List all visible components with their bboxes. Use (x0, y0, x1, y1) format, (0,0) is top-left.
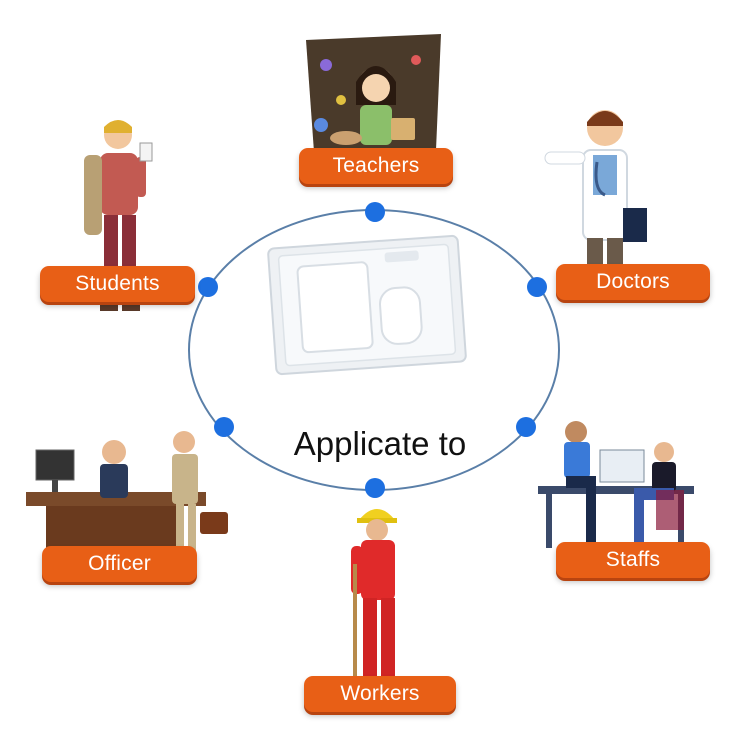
officer-illustration (26, 431, 228, 556)
ring-dot-top (365, 202, 385, 222)
label-doctors: Doctors (556, 264, 710, 300)
label-students: Students (40, 266, 195, 302)
label-teachers: Teachers (299, 148, 453, 184)
teacher-illustration (306, 34, 441, 152)
ring-dot-left-upper (198, 277, 218, 297)
label-staffs: Staffs (556, 542, 710, 578)
label-workers: Workers (304, 676, 456, 712)
ring-dot-right-lower (516, 417, 536, 437)
staffs-illustration (538, 421, 694, 548)
worker-illustration (347, 509, 397, 714)
ring-dot-left-lower (214, 417, 234, 437)
label-officer: Officer (42, 546, 197, 582)
center-title: Applicate to (293, 425, 467, 462)
ring-dot-bottom (365, 478, 385, 498)
badge-holder-image (267, 234, 467, 376)
ring-dot-right-upper (527, 277, 547, 297)
